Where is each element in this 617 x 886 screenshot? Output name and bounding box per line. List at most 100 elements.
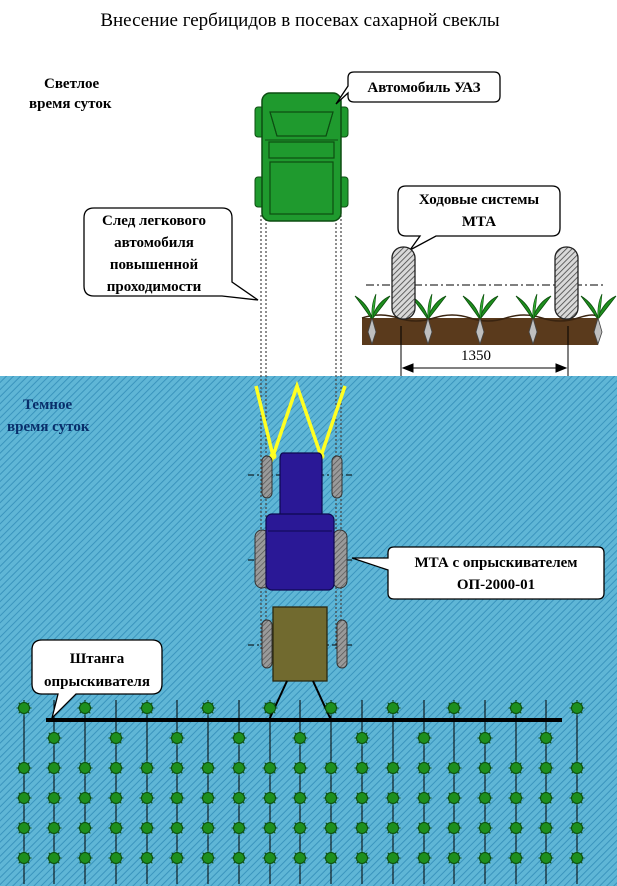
beet-seedling-icon: [538, 760, 554, 776]
beet-seedling-icon: [16, 700, 32, 716]
beet-seedling-icon: [108, 760, 124, 776]
beet-seedling-icon: [416, 730, 432, 746]
beet-seedling-icon: [200, 700, 216, 716]
beet-seedling-icon: [323, 700, 339, 716]
beet-seedling-icon: [323, 760, 339, 776]
dimension-1350: [400, 326, 569, 376]
beet-seedling-icon: [108, 730, 124, 746]
mta-sprayer-callout: МТА с опрыскивателем ОП-2000-01: [351, 546, 605, 600]
beet-seedling-icon: [446, 820, 462, 836]
beet-seedling-icon: [580, 293, 617, 346]
mta-sprayer-callout-line-1: МТА с опрыскивателем: [414, 555, 577, 571]
beet-seedling-icon: [385, 790, 401, 806]
beet-seedling-icon: [385, 700, 401, 716]
beet-seedling-icon: [354, 850, 370, 866]
day-label-line-1: Светлое: [44, 76, 100, 92]
beet-seedling-icon: [477, 730, 493, 746]
beet-seedling-icon: [77, 700, 93, 716]
beet-seedling-icon: [477, 850, 493, 866]
beet-seedling-icon: [169, 730, 185, 746]
beet-seedling-icon: [262, 820, 278, 836]
plant-column: [323, 700, 339, 884]
boom-callout: Штанга опрыскивателя: [31, 639, 163, 721]
beet-seedling-icon: [446, 700, 462, 716]
plant-column: [354, 700, 370, 884]
beet-seedling-icon: [169, 760, 185, 776]
beet-seedling-icon: [108, 790, 124, 806]
plant-column: [538, 700, 554, 884]
beet-seedling-icon: [354, 293, 391, 346]
sprayer-tank: [272, 606, 328, 682]
beet-seedling-icon: [200, 760, 216, 776]
mta-sprayer-callout-line-2: ОП-2000-01: [457, 577, 535, 593]
crop-row-section: [354, 246, 617, 346]
beet-seedling-icon: [385, 820, 401, 836]
beet-seedling-icon: [323, 850, 339, 866]
beet-seedling-icon: [385, 760, 401, 776]
mta-right-tire-icon: [554, 246, 579, 320]
beet-seedling-icon: [354, 820, 370, 836]
boom-callout-line-2: опрыскивателя: [44, 674, 150, 690]
plant-column: [385, 700, 401, 884]
beet-seedling-icon: [508, 760, 524, 776]
beet-seedling-icon: [446, 850, 462, 866]
beet-seedling-icon: [16, 820, 32, 836]
beet-seedling-icon: [231, 760, 247, 776]
beet-seedling-icon: [77, 850, 93, 866]
plant-column: [16, 700, 32, 884]
plant-column: [169, 700, 185, 884]
beet-seedling-icon: [200, 790, 216, 806]
front-left-wheel-icon: [261, 455, 273, 499]
beet-seedling-icon: [231, 790, 247, 806]
beet-seedling-icon: [77, 820, 93, 836]
beet-seedling-icon: [569, 850, 585, 866]
beet-seedling-icon: [169, 790, 185, 806]
beet-seedling-icon: [385, 850, 401, 866]
beet-seedling-icon: [416, 850, 432, 866]
beet-seedling-icon: [46, 850, 62, 866]
beet-seedling-icon: [569, 790, 585, 806]
track-callout-line-3: повышенной: [110, 257, 199, 273]
beet-seedling-icon: [169, 850, 185, 866]
track-callout-line-2: автомобиля: [114, 235, 194, 251]
beet-seedling-icon: [477, 790, 493, 806]
beet-seedling-icon: [262, 760, 278, 776]
uaz-callout: Автомобиль УАЗ: [335, 71, 501, 105]
beet-seedling-icon: [292, 730, 308, 746]
beet-seedling-icon: [139, 790, 155, 806]
beet-seedling-icon: [139, 700, 155, 716]
mta-wheels-callout-line-1: Ходовые системы: [419, 192, 540, 208]
beet-seedling-icon: [16, 790, 32, 806]
beet-seedling-icon: [262, 700, 278, 716]
beet-seedling-icon: [231, 820, 247, 836]
beet-seedling-icon: [139, 760, 155, 776]
sprayer-left-wheel-icon: [261, 619, 273, 669]
beet-seedling-icon: [354, 760, 370, 776]
beet-seedling-icon: [77, 760, 93, 776]
plant-column: [200, 700, 216, 884]
plant-column: [446, 700, 462, 884]
beet-seedling-icon: [200, 850, 216, 866]
plant-column: [139, 700, 155, 884]
beet-seedling-icon: [538, 850, 554, 866]
beet-seedling-icon: [446, 760, 462, 776]
track-callout-line-4: проходимости: [107, 279, 202, 295]
beet-seedling-icon: [77, 790, 93, 806]
beet-seedling-icon: [46, 730, 62, 746]
beet-seedling-icon: [46, 760, 62, 776]
section-plants: [354, 293, 617, 346]
beet-seedling-icon: [292, 820, 308, 836]
plant-column: [508, 700, 524, 884]
front-right-wheel-icon: [331, 455, 343, 499]
mta-wheels-callout-line-2: МТА: [462, 214, 496, 230]
beet-seedling-icon: [200, 820, 216, 836]
beet-seedling-icon: [569, 760, 585, 776]
beet-seedling-icon: [292, 790, 308, 806]
beet-seedling-icon: [354, 790, 370, 806]
beet-seedling-icon: [169, 820, 185, 836]
beet-seedling-icon: [508, 790, 524, 806]
beet-seedling-icon: [292, 760, 308, 776]
track-callout-line-1: След легкового: [102, 213, 206, 229]
